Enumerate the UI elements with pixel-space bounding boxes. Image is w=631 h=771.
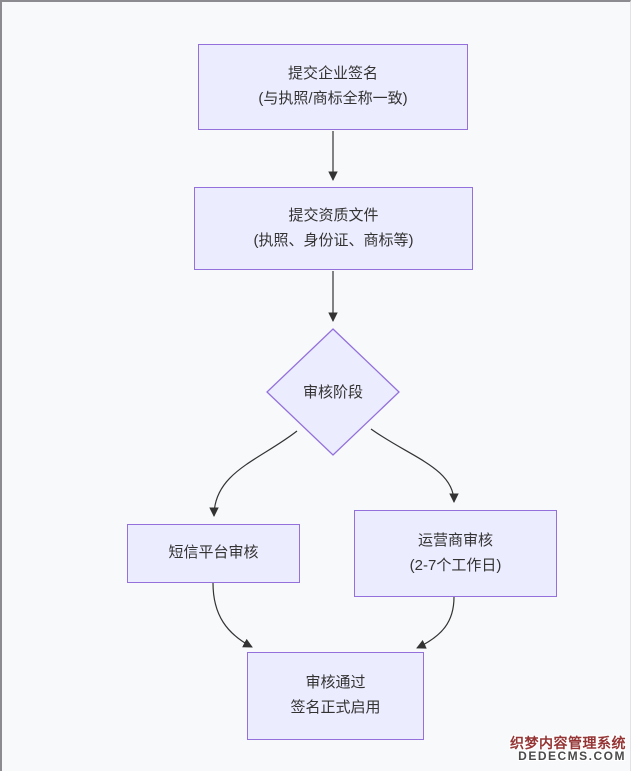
node-carrier-review-line2: (2-7个工作日) (409, 556, 502, 574)
node-submit-documents: 提交资质文件 (执照、身份证、商标等) (194, 187, 473, 270)
node-submit-signature: 提交企业签名 (与执照/商标全称一致) (198, 44, 468, 130)
node-platform-review: 短信平台审核 (127, 524, 300, 583)
watermark-domain-text: DEDECMS.COM (518, 749, 626, 764)
edge-platform-to-approved (212, 582, 253, 648)
dedecms-watermark: 织梦内容管理系统 DEDECMS.COM (510, 736, 626, 763)
edge-review-to-platform (209, 430, 298, 517)
node-submit-signature-line1: 提交企业签名 (287, 65, 378, 83)
node-carrier-review-line1: 运营商审核 (417, 531, 493, 549)
node-approved: 审核通过 签名正式启用 (247, 652, 424, 740)
node-review-stage-label: 审核阶段 (302, 384, 363, 401)
node-carrier-review: 运营商审核 (2-7个工作日) (354, 510, 557, 597)
node-approved-line1: 审核通过 (305, 674, 366, 692)
node-submit-signature-line2: (与执照/商标全称一致) (258, 90, 408, 107)
edge-review-to-carrier (370, 428, 459, 503)
node-approved-line2: 签名正式启用 (290, 699, 381, 716)
node-submit-documents-line2: (执照、身份证、商标等) (253, 231, 414, 249)
edge-carrier-to-approved (416, 596, 455, 649)
watermark-cn-text: 织梦内容管理系统 (510, 734, 626, 751)
node-submit-documents-line1: 提交资质文件 (288, 206, 379, 224)
node-platform-review-line1: 短信平台审核 (168, 544, 259, 562)
decision-diamond-shape (266, 328, 400, 456)
